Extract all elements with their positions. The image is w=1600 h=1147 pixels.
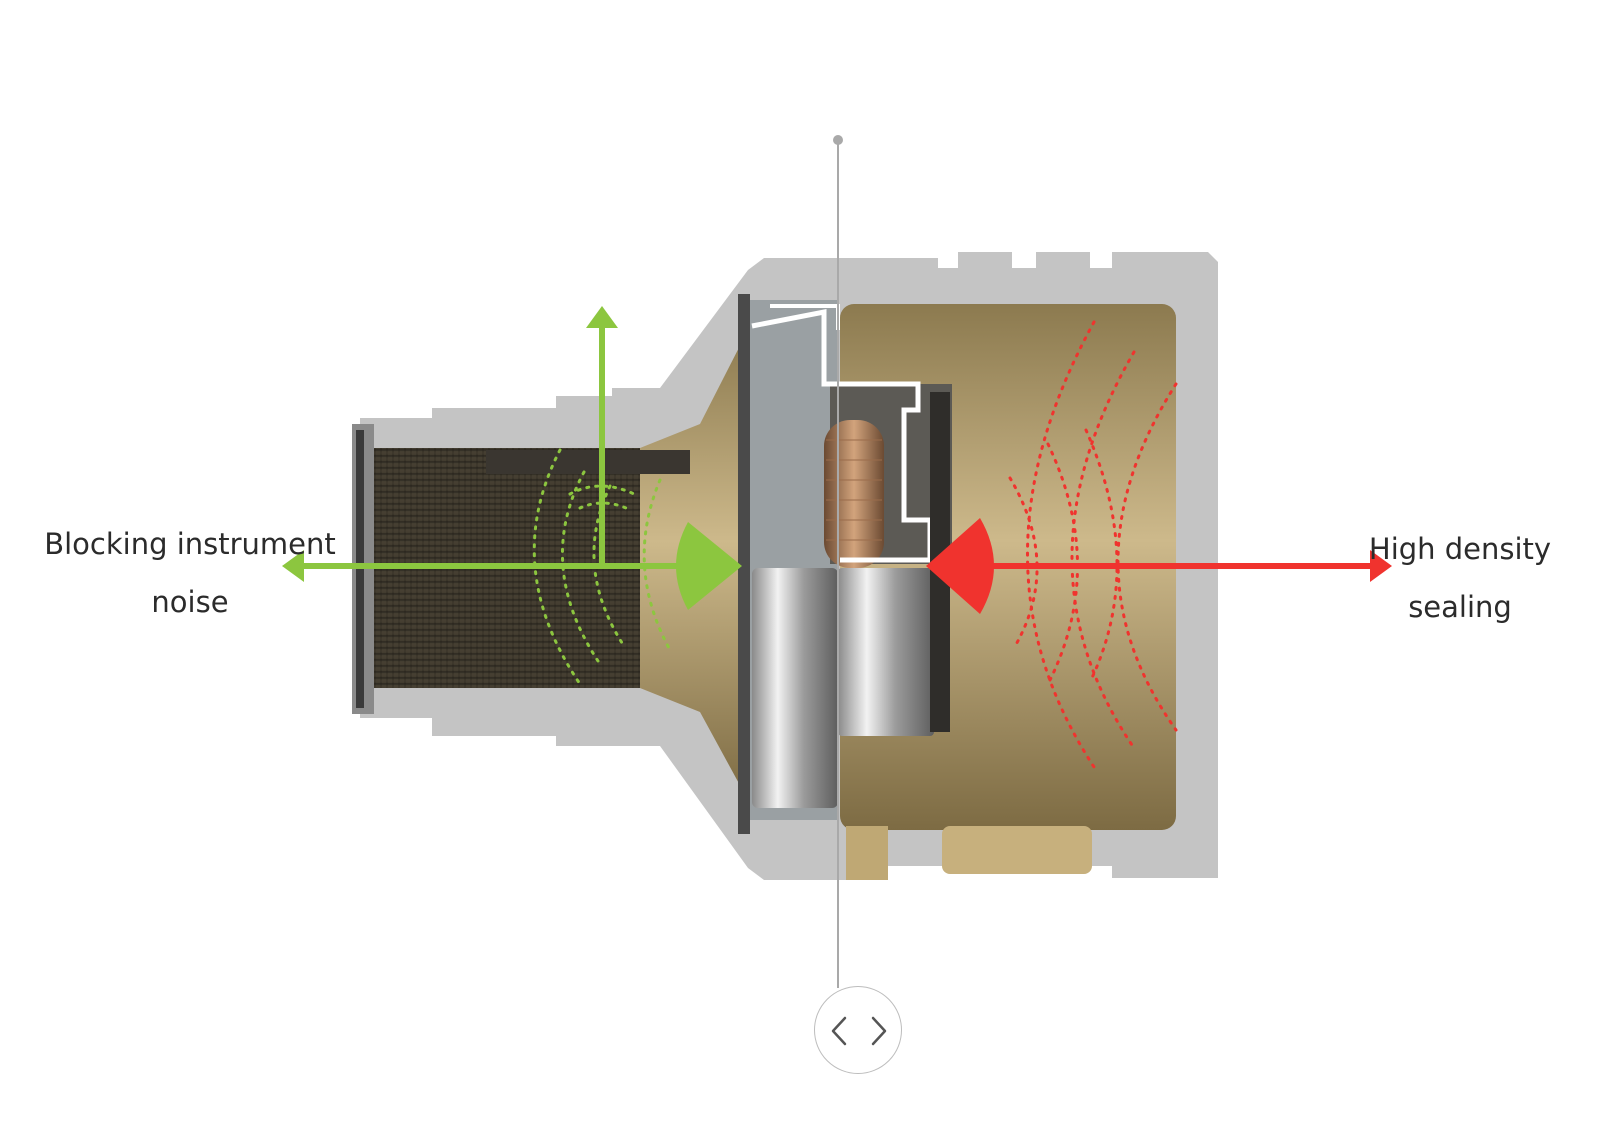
damper-strip bbox=[486, 450, 690, 474]
voice-coil bbox=[824, 420, 884, 568]
label-left-line2: noise bbox=[151, 585, 229, 619]
comparison-slider-handle[interactable] bbox=[814, 986, 902, 1074]
red-sector bbox=[926, 518, 994, 614]
vent-left bbox=[846, 826, 888, 880]
label-high-density-sealing: High density sealing bbox=[1350, 520, 1570, 636]
label-right-line1: High density bbox=[1368, 532, 1552, 566]
vent-right bbox=[942, 826, 1092, 874]
label-blocking-instrument-noise: Blocking instrument noise bbox=[20, 515, 360, 631]
chevron-left-right-icon bbox=[831, 1016, 887, 1046]
label-left-line1: Blocking instrument bbox=[44, 527, 336, 561]
green-arrow-left-head bbox=[282, 550, 304, 582]
green-arrow-up-head bbox=[586, 306, 618, 328]
diaphragm-ring bbox=[752, 568, 838, 808]
red-arrow-right-head bbox=[1370, 550, 1392, 582]
label-right-line2: sealing bbox=[1408, 590, 1512, 624]
driver-front-plate bbox=[738, 294, 750, 834]
green-sector bbox=[676, 522, 742, 610]
